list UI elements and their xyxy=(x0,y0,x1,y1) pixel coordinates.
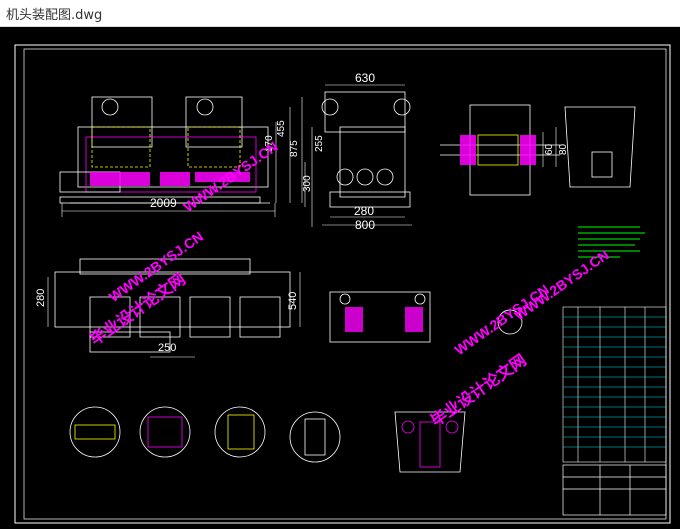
dim-170: 170 xyxy=(264,135,275,152)
dim-540: 540 xyxy=(287,292,299,310)
dim-800: 800 xyxy=(355,218,375,232)
pin-detail xyxy=(497,309,523,335)
outer-border xyxy=(14,44,671,524)
main-view-yellow-block xyxy=(91,126,151,168)
dim-60: 60 xyxy=(544,143,555,155)
cad-drawing: 2009 875 455 170 630 280 800 255 300 60 xyxy=(14,44,671,524)
parts-list-table xyxy=(562,306,667,463)
shaft-section-fill xyxy=(460,135,536,165)
plan-view xyxy=(54,258,291,353)
cross-section-view xyxy=(329,291,431,343)
dim-255: 255 xyxy=(314,135,325,152)
window-title: 机头装配图.dwg xyxy=(6,8,103,23)
detail-view-2 xyxy=(139,406,191,458)
dim-280-top: 280 xyxy=(354,204,374,218)
main-view-yellow-block-2 xyxy=(187,126,241,168)
detail-view-3 xyxy=(214,406,266,458)
cross-section-fill xyxy=(345,307,423,332)
rail-section-view xyxy=(394,411,466,473)
watermark-url-4: WWW.2BYSJ.CN xyxy=(511,247,611,324)
watermark-3: WWW.2BYSJ.CN 毕业设计论文网 xyxy=(427,281,552,430)
bracket-detail-view xyxy=(564,106,636,188)
dim-630: 630 xyxy=(355,71,375,85)
side-view xyxy=(321,91,411,208)
dim-80: 80 xyxy=(558,143,569,155)
parts-list-rows xyxy=(563,316,666,448)
dim-455: 455 xyxy=(276,120,287,137)
dim-250: 250 xyxy=(158,342,176,354)
dim-300: 300 xyxy=(302,175,313,192)
dim-875: 875 xyxy=(289,140,300,157)
main-front-view xyxy=(59,96,270,204)
drawing-canvas[interactable]: 2009 875 455 170 630 280 800 255 300 60 xyxy=(0,27,680,529)
shaft-section-view xyxy=(440,104,560,196)
watermark-site-3: 毕业设计论文网 xyxy=(427,350,530,430)
main-view-magenta-detail xyxy=(90,172,250,186)
watermark-4: WWW.2BYSJ.CN xyxy=(511,247,611,324)
title-block xyxy=(562,464,667,516)
watermark-1: WWW.2BYSJ.CN 毕业设计论文网 xyxy=(86,228,206,349)
inner-border xyxy=(23,48,667,520)
detail-view-1 xyxy=(69,406,121,458)
detail-view-4 xyxy=(289,411,341,463)
dim-280-left: 280 xyxy=(35,289,47,307)
dim-2009: 2009 xyxy=(150,196,177,210)
window-titlebar: 机头装配图.dwg xyxy=(0,0,680,27)
technical-notes-block xyxy=(578,226,645,258)
